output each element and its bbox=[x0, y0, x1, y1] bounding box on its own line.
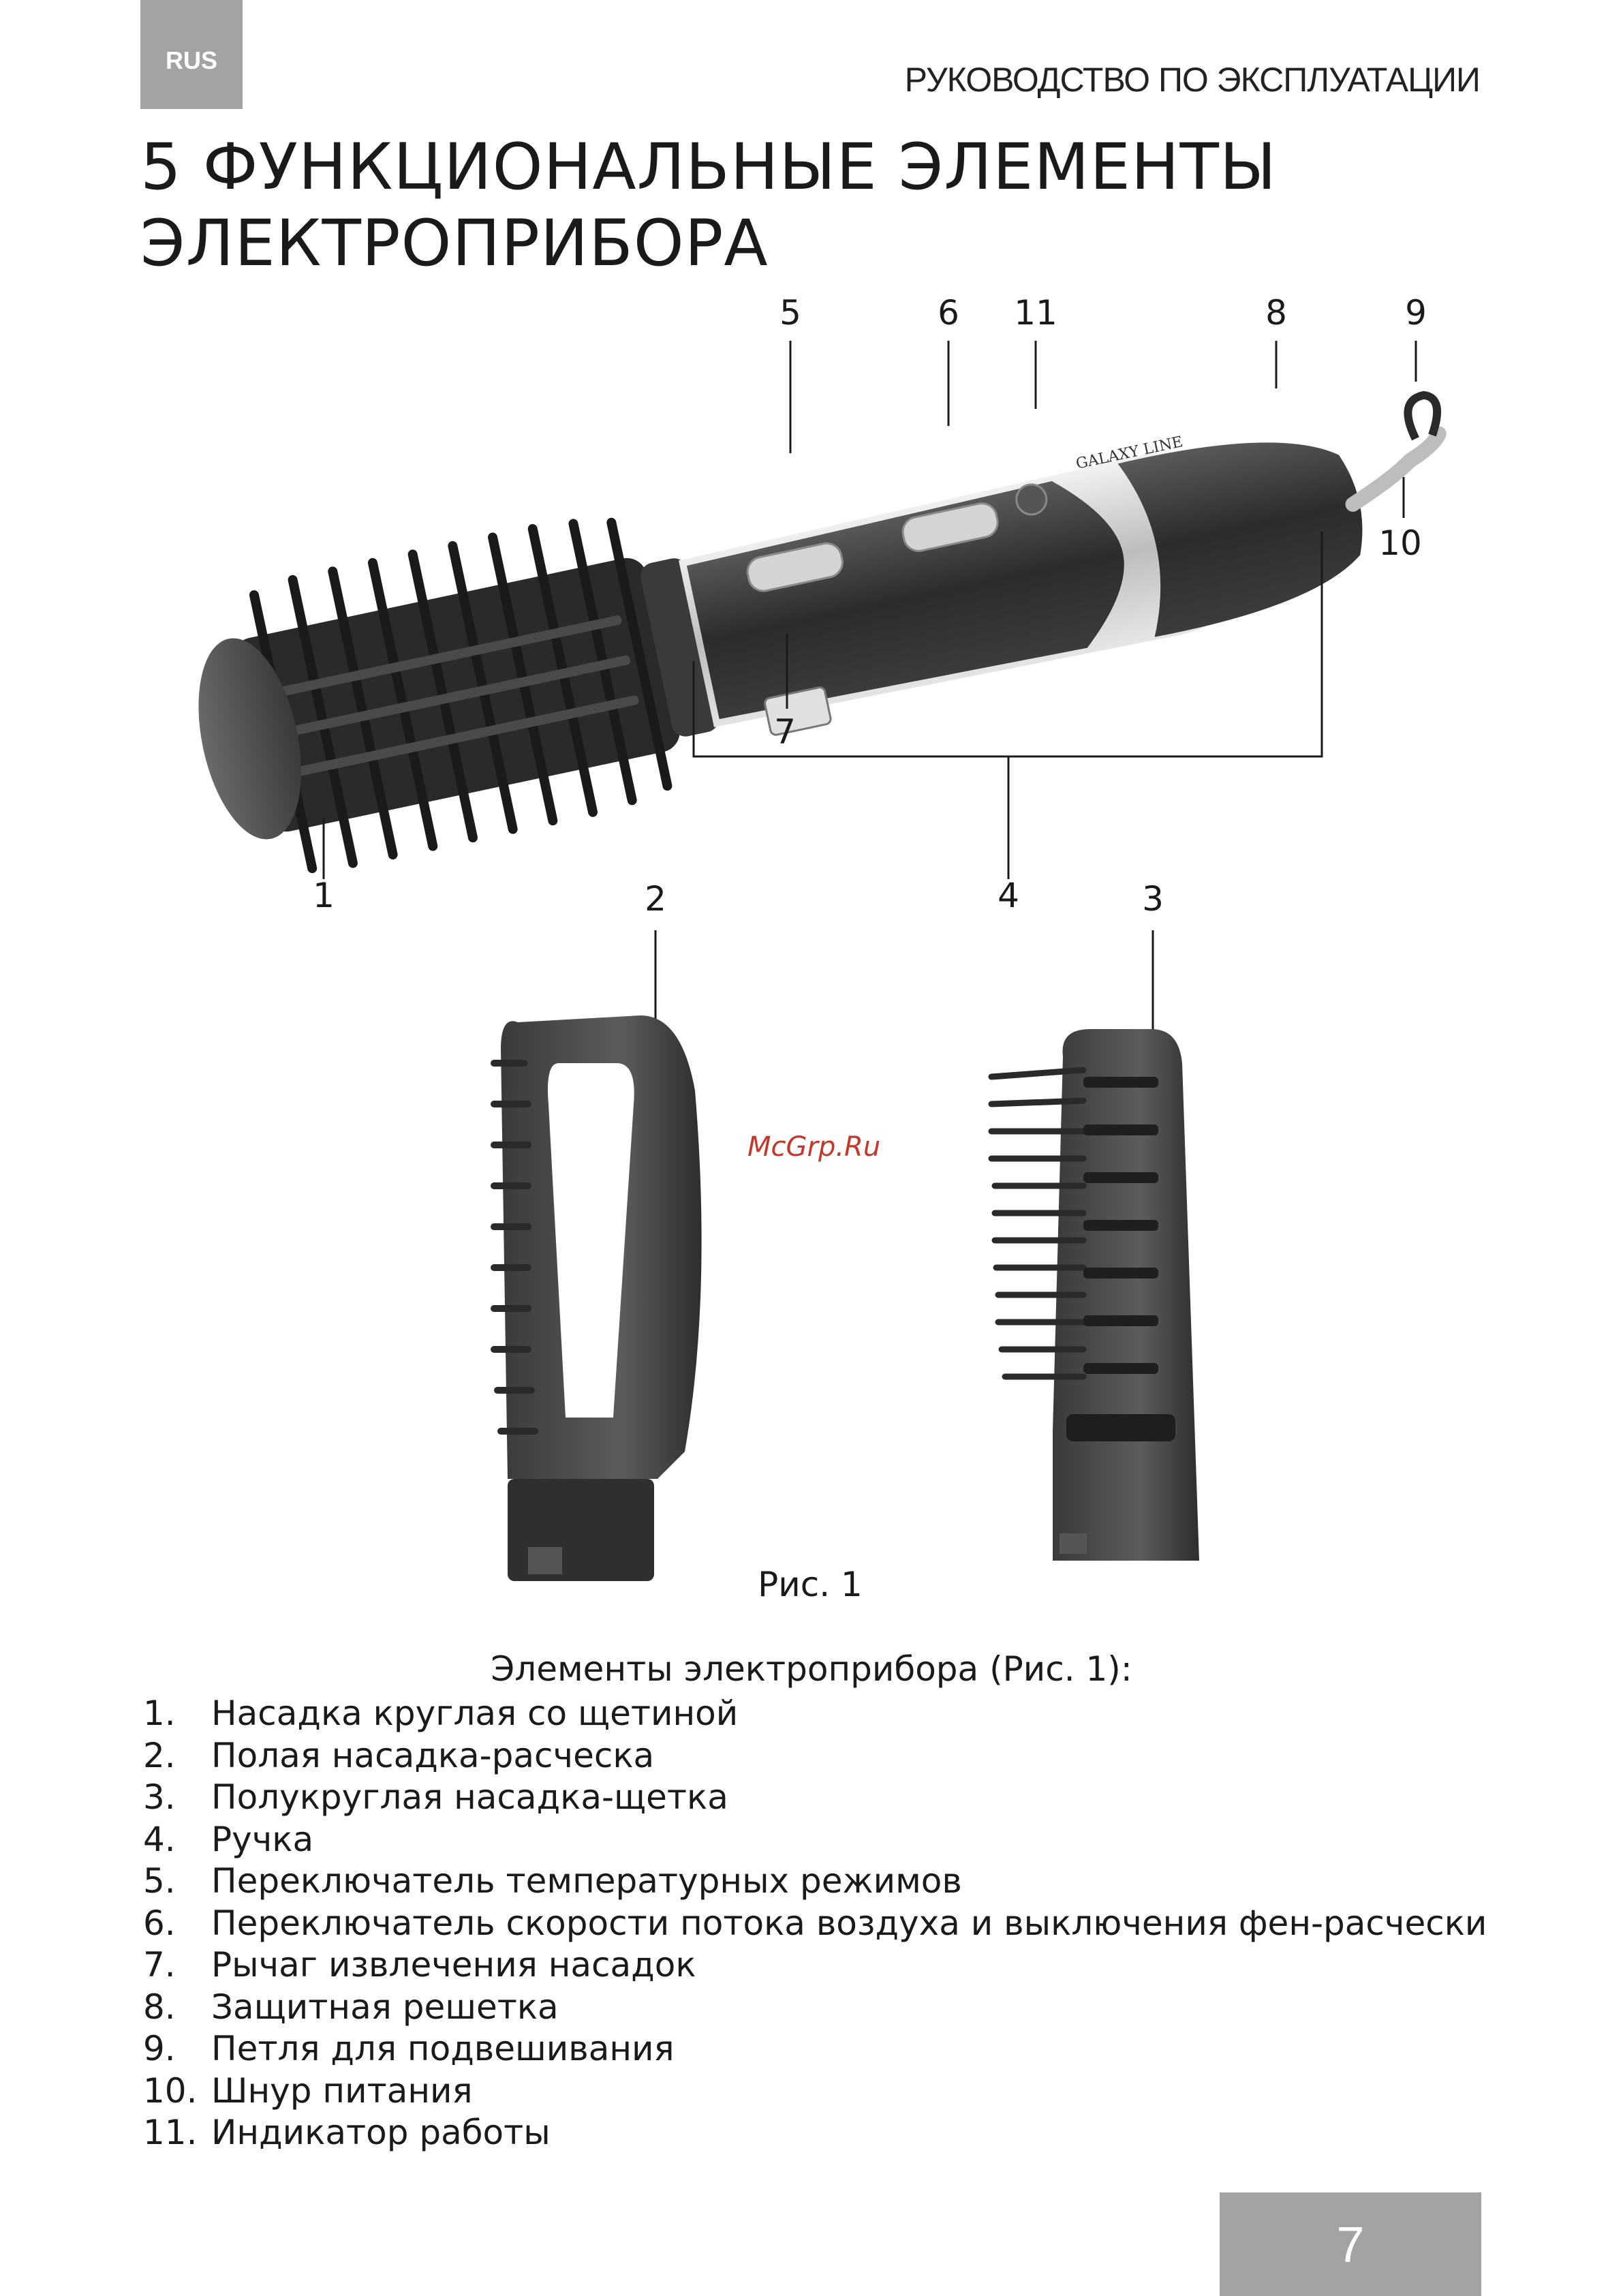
figure-caption: Рис. 1 bbox=[0, 1565, 1623, 1604]
list-item-number: 11. bbox=[143, 2113, 198, 2152]
list-item-text: Индикатор работы bbox=[211, 2113, 551, 2152]
list-item: 8. Защитная решетка bbox=[143, 1987, 1487, 2029]
list-item-text: Ручка bbox=[211, 1819, 314, 1859]
list-item-number: 4. bbox=[143, 1819, 176, 1859]
language-tab: RUS bbox=[140, 0, 243, 109]
list-item: 1. Насадка круглая со щетиной bbox=[143, 1693, 1487, 1735]
callout-4: 4 bbox=[998, 876, 1019, 915]
list-item-text: Переключатель скорости потока воздуха и … bbox=[211, 1903, 1487, 1943]
handle-rear bbox=[1117, 442, 1363, 637]
list-item: 11. Индикатор работы bbox=[143, 2112, 1487, 2154]
section-title-line-2: ЭЛЕКТРОПРИБОРА bbox=[140, 206, 769, 281]
section-title: 5 ФУНКЦИОНАЛЬНЫЕ ЭЛЕМЕНТЫ ЭЛЕКТРОПРИБОРА bbox=[140, 129, 1367, 282]
power-indicator bbox=[1015, 483, 1048, 516]
list-item: 9. Петля для подвешивания bbox=[143, 2028, 1487, 2070]
elements-list-intro: Элементы электроприбора (Рис. 1): bbox=[491, 1649, 1132, 1689]
list-item-text: Полая насадка-расческа bbox=[211, 1735, 655, 1775]
figure-caption-text: Рис. 1 bbox=[758, 1565, 863, 1604]
round-brush-barrel bbox=[233, 557, 680, 832]
list-item-number: 9. bbox=[143, 2029, 176, 2068]
section-title-line-1: 5 ФУНКЦИОНАЛЬНЫЕ ЭЛЕМЕНТЫ bbox=[140, 130, 1277, 204]
callout-3: 3 bbox=[1142, 879, 1164, 919]
callout-7: 7 bbox=[774, 712, 796, 752]
half-round-brush-attachment bbox=[988, 1029, 1199, 1561]
watermark: McGrp.Ru bbox=[747, 1131, 881, 1163]
callout-9: 9 bbox=[1405, 293, 1427, 333]
list-item: 6. Переключатель скорости потока воздуха … bbox=[143, 1903, 1487, 1945]
list-item-text: Защитная решетка bbox=[211, 1987, 559, 2027]
list-item-number: 7. bbox=[143, 1945, 176, 1985]
page-number-box: 7 bbox=[1220, 2192, 1481, 2296]
list-item: 4. Ручка bbox=[143, 1819, 1487, 1861]
callout-2: 2 bbox=[645, 879, 666, 919]
hollow-comb-attachment bbox=[491, 1015, 702, 1581]
document-header-title: РУКОВОДСТВО ПО ЭКСПЛУАТАЦИИ bbox=[904, 61, 1481, 99]
handle-black-panel bbox=[686, 481, 1124, 720]
speed-switch bbox=[901, 502, 999, 552]
list-item-text: Полукруглая насадка-щетка bbox=[211, 1777, 728, 1817]
list-item: 10. Шнур питания bbox=[143, 2070, 1487, 2113]
hanging-loop bbox=[1404, 391, 1442, 441]
list-item-number: 8. bbox=[143, 1987, 176, 2027]
callout-leader-lines bbox=[322, 341, 1417, 1063]
elements-list: 1. Насадка круглая со щетиной 2. Полая нас… bbox=[143, 1693, 1487, 2154]
brush-end-cap bbox=[198, 638, 301, 840]
brush-bristles bbox=[249, 517, 673, 874]
power-cord bbox=[1345, 426, 1447, 512]
list-item-number: 5. bbox=[143, 1861, 176, 1901]
list-item-number: 10. bbox=[143, 2070, 198, 2111]
list-item-text: Насадка круглая со щетиной bbox=[211, 1694, 739, 1733]
page-number: 7 bbox=[1336, 2216, 1365, 2273]
barrel-vents bbox=[275, 615, 639, 778]
callout-1: 1 bbox=[313, 876, 335, 915]
list-item-text: Переключатель температурных режимов bbox=[211, 1861, 962, 1901]
language-label: RUS bbox=[165, 46, 217, 74]
callout-6: 6 bbox=[938, 293, 959, 333]
callout-11: 11 bbox=[1014, 293, 1057, 333]
barrel-collar bbox=[640, 558, 720, 737]
callout-5: 5 bbox=[779, 293, 801, 333]
list-item-number: 6. bbox=[143, 1903, 176, 1943]
styler-main-unit: GALAXY LINE bbox=[198, 391, 1447, 874]
list-item: 2. Полая насадка-расческа bbox=[143, 1735, 1487, 1777]
list-item: 7. Рычаг извлечения насадок bbox=[143, 1944, 1487, 1987]
temperature-switch bbox=[746, 542, 844, 592]
callout-10: 10 bbox=[1378, 523, 1422, 563]
list-item: 5. Переключатель температурных режимов bbox=[143, 1861, 1487, 1903]
list-item-text: Петля для подвешивания bbox=[211, 2029, 675, 2068]
handle-silver-shell bbox=[679, 452, 1262, 727]
brand-logo: GALAXY LINE bbox=[1075, 433, 1184, 473]
list-item-number: 1. bbox=[143, 1694, 176, 1733]
list-item-text: Шнур питания bbox=[211, 2070, 473, 2111]
list-item-number: 3. bbox=[143, 1777, 176, 1817]
callout-8: 8 bbox=[1265, 293, 1287, 333]
list-item: 3. Полукруглая насадка-щетка bbox=[143, 1777, 1487, 1819]
list-item-text: Рычаг извлечения насадок bbox=[211, 1945, 696, 1985]
list-item-number: 2. bbox=[143, 1735, 176, 1775]
